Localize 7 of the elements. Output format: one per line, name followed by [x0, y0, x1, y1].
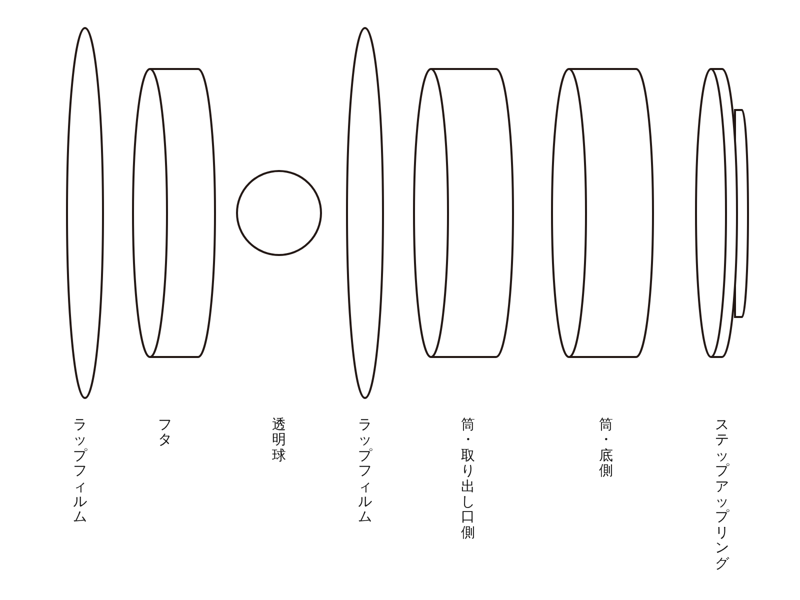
part-label: フタ — [158, 418, 172, 449]
part-label: 透明球 — [272, 418, 286, 464]
part-label: ラップフィルム — [358, 418, 372, 526]
part-label: 筒・底側 — [599, 418, 613, 480]
part-label: ラップフィルム — [73, 418, 87, 526]
part-label: 筒・取り出し口側 — [461, 418, 475, 542]
part-label: ステップアップリング — [715, 418, 729, 572]
